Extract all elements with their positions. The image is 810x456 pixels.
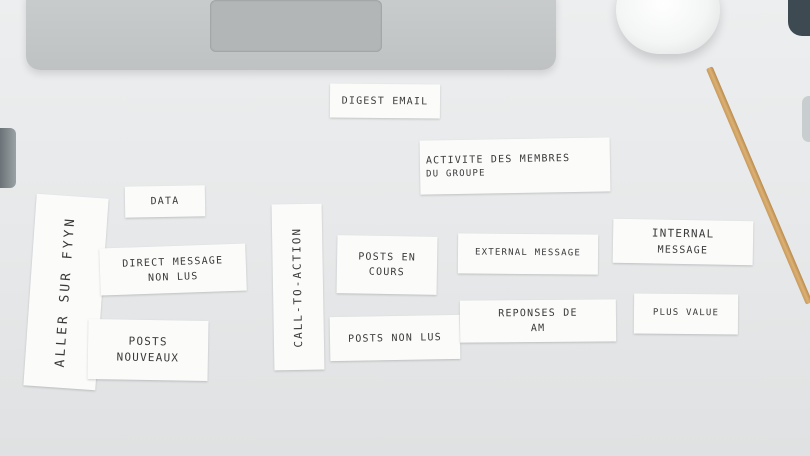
object-top-right (788, 0, 810, 36)
card-external-message: EXTERNAL MESSAGE (457, 233, 599, 275)
card-plus-value: PLUS VALUE (633, 293, 739, 335)
card-reponses-line2: AM (530, 322, 546, 335)
card-call-to-action: CALL-TO-ACTION (271, 203, 325, 371)
card-data: DATA (124, 185, 206, 218)
object-right-edge (802, 96, 810, 142)
card-direct-message: DIRECT MESSAGE NON LUS (99, 243, 247, 296)
card-plus-value-text: PLUS VALUE (652, 307, 720, 319)
card-posts-non-lus: POSTS NON LUS (329, 314, 461, 362)
card-posts-nouveaux-line1: POSTS (128, 334, 168, 348)
card-digest-email-text: DIGEST EMAIL (341, 95, 429, 107)
card-activite-line1: ACTIVITE DES MEMBRES (425, 152, 571, 167)
card-activite-membres: ACTIVITE DES MEMBRES DU GROUPE (419, 137, 611, 195)
laptop (26, 0, 556, 70)
card-internal-message-line2: MESSAGE (657, 244, 709, 257)
card-posts-nouveaux-line2: NOUVEAUX (116, 350, 180, 365)
card-activite-line2: DU GROUPE (426, 168, 486, 180)
card-posts-nouveaux: POSTS NOUVEAUX (87, 318, 209, 382)
card-posts-en-cours-line1: POSTS EN (358, 251, 417, 264)
trackpad (210, 0, 382, 52)
card-call-to-action-text: CALL-TO-ACTION (289, 226, 305, 348)
card-internal-message: INTERNAL MESSAGE (612, 218, 754, 266)
card-reponses-line1: REPONSES DE (498, 307, 578, 320)
card-internal-message-line1: INTERNAL (651, 226, 715, 241)
card-posts-en-cours-line2: COURS (368, 266, 406, 279)
card-direct-message-line2: NON LUS (147, 270, 199, 284)
card-aller-sur-fyyn-text: ALLER SUR FYYN (52, 215, 79, 369)
card-data-text: DATA (150, 195, 180, 208)
card-reponses: REPONSES DE AM (459, 299, 617, 343)
card-digest-email: DIGEST EMAIL (329, 83, 441, 119)
card-posts-en-cours: POSTS EN COURS (336, 235, 438, 295)
card-posts-non-lus-text: POSTS NON LUS (347, 331, 443, 345)
card-external-message-text: EXTERNAL MESSAGE (475, 247, 582, 259)
object-left-edge (0, 128, 16, 188)
